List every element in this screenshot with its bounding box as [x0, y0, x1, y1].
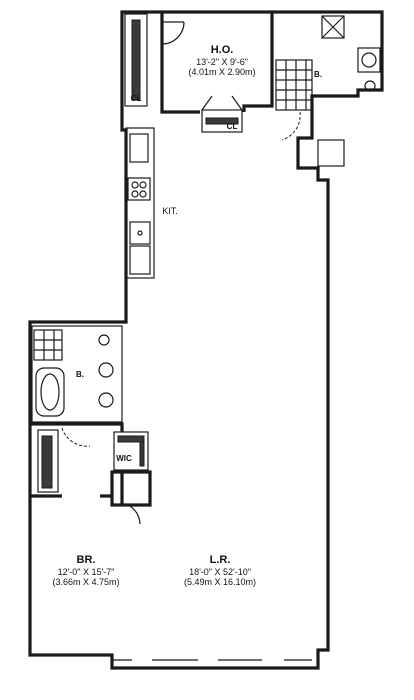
- room-dimension-imperial: 13'-2" X 9'-6": [196, 56, 248, 67]
- burner-icon: [131, 190, 139, 198]
- room-label-wic: WIC: [116, 454, 132, 463]
- closet-hanger-rod: [131, 19, 141, 101]
- kitchen-fridge: [129, 245, 151, 275]
- room-label-home-office: H.O. 13'-2" X 9'-6" (4.01m X 2.90m): [188, 44, 255, 77]
- burner-icon: [139, 190, 147, 198]
- bath-upper-door: [281, 111, 301, 141]
- sink-icon: [98, 362, 114, 378]
- bath-upper-area: [275, 59, 313, 111]
- bedroom-door: [127, 504, 141, 525]
- closet-hanger-rod: [41, 435, 53, 489]
- bath-lower-door: [61, 427, 91, 447]
- kitchen-range: [127, 177, 151, 201]
- room-label-bath-upper: B.: [314, 70, 322, 79]
- interior-wall: [30, 422, 152, 507]
- room-dimension-metric: (4.01m X 2.90m): [188, 66, 256, 77]
- office-door: [161, 21, 185, 45]
- room-dimension-imperial: 12'-0" X 15'-7": [57, 566, 115, 577]
- room-name: KIT.: [162, 206, 178, 216]
- room-dimension-metric: (3.66m X 4.75m): [52, 576, 120, 587]
- kitchen-sink: [129, 133, 149, 163]
- office-wall: [160, 12, 274, 114]
- room-label-kitchen: KIT.: [162, 206, 178, 216]
- closet-label: CL: [226, 122, 238, 131]
- room-label-bath-lower: B.: [76, 370, 84, 379]
- elevator-shaft: [317, 139, 345, 167]
- shower-lower: [33, 329, 63, 361]
- sink-icon: [361, 52, 377, 68]
- closet-hanger-rod: [117, 435, 145, 467]
- room-dimension-imperial: 18'-0" X 52'-10": [189, 566, 251, 577]
- room-name: L.R.: [209, 554, 231, 566]
- sink-drain-icon: [137, 230, 143, 236]
- exterior-wall: [28, 10, 384, 670]
- toilet-icon: [364, 80, 376, 92]
- burner-icon: [131, 181, 139, 189]
- room-label-bedroom: BR. 12'-0" X 15'-7" (3.66m X 4.75m): [52, 554, 119, 587]
- bathtub: [35, 367, 65, 417]
- burner-icon: [139, 181, 147, 189]
- room-dimension-metric: (5.49m X 16.10m): [183, 576, 257, 587]
- sink-icon: [98, 392, 114, 408]
- shower-tile: [34, 330, 62, 360]
- room-label-living-room: L.R. 18'-0" X 52'-10" (5.49m X 16.10m): [184, 554, 256, 587]
- closet-hanger-rod: [205, 117, 239, 125]
- shower-tile: [321, 15, 345, 39]
- kitchen-counter: [125, 127, 155, 279]
- kitchen-dishwasher: [129, 221, 151, 245]
- closet-door: [201, 95, 243, 111]
- room-name: BR.: [76, 554, 96, 566]
- bath-lower-area: [31, 325, 123, 423]
- floor-tile-grid: [276, 60, 312, 110]
- closet-label: CL: [130, 94, 142, 103]
- room-name: H.O.: [210, 44, 234, 56]
- toilet-icon: [98, 334, 110, 346]
- bath-vanity-upper: [357, 47, 381, 73]
- tub-basin: [40, 373, 60, 411]
